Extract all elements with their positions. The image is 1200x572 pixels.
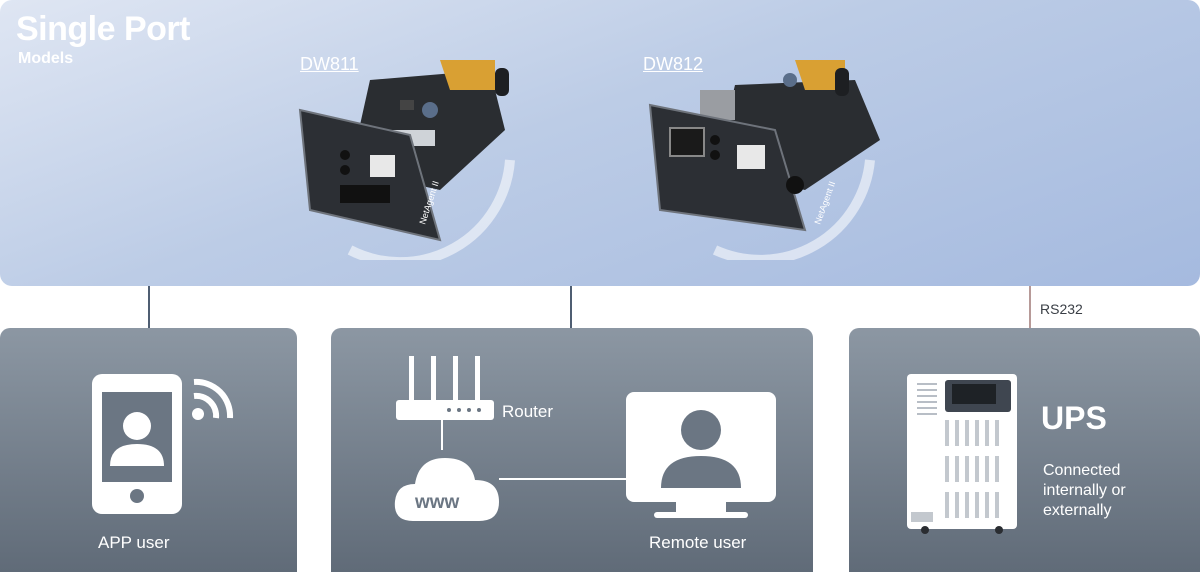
ups-description-line: internally or [1043,482,1126,499]
model-link-dw811[interactable]: DW811 [300,54,359,74]
ups-title: UPS [1041,400,1107,436]
app-user-box: APP user [0,328,297,572]
dw811-card-image: NetAgent II [298,60,515,260]
page-title: Single Port [16,10,190,48]
cloud-monitor-line [499,478,629,480]
router-label: Router [502,402,554,421]
wifi-signal-icon [192,378,234,420]
monitor-user-icon [626,392,776,518]
network-box: Router www Remote user [331,328,813,572]
dw812-card-image: NetAgent II [648,60,880,260]
cloud-text: www [414,492,460,513]
smartphone-icon [92,374,182,514]
ups-box: UPS Connected internally or externally [849,328,1200,572]
model-link-dw812[interactable]: DW812 [643,54,704,74]
ups-description-line: Connected [1043,462,1121,479]
ups-description: Connected internally or externally [1043,461,1153,521]
page-subtitle: Models [18,50,74,67]
models-panel: Single Port Models DW811 DW812 NetAgent … [0,0,1200,286]
remote-user-label: Remote user [649,533,747,552]
connector-network [570,286,572,328]
connector-app [148,286,150,328]
dw812-brand-text: NetAgent II [812,180,837,226]
router-cloud-line [441,420,443,450]
ups-device-icon [907,374,1017,534]
app-user-label: APP user [98,533,170,552]
ups-description-line: externally [1043,502,1112,519]
cloud-icon: www [394,458,499,521]
router-icon [396,356,494,420]
connector-rs232 [1029,286,1031,328]
rs232-label: RS232 [1040,301,1083,317]
